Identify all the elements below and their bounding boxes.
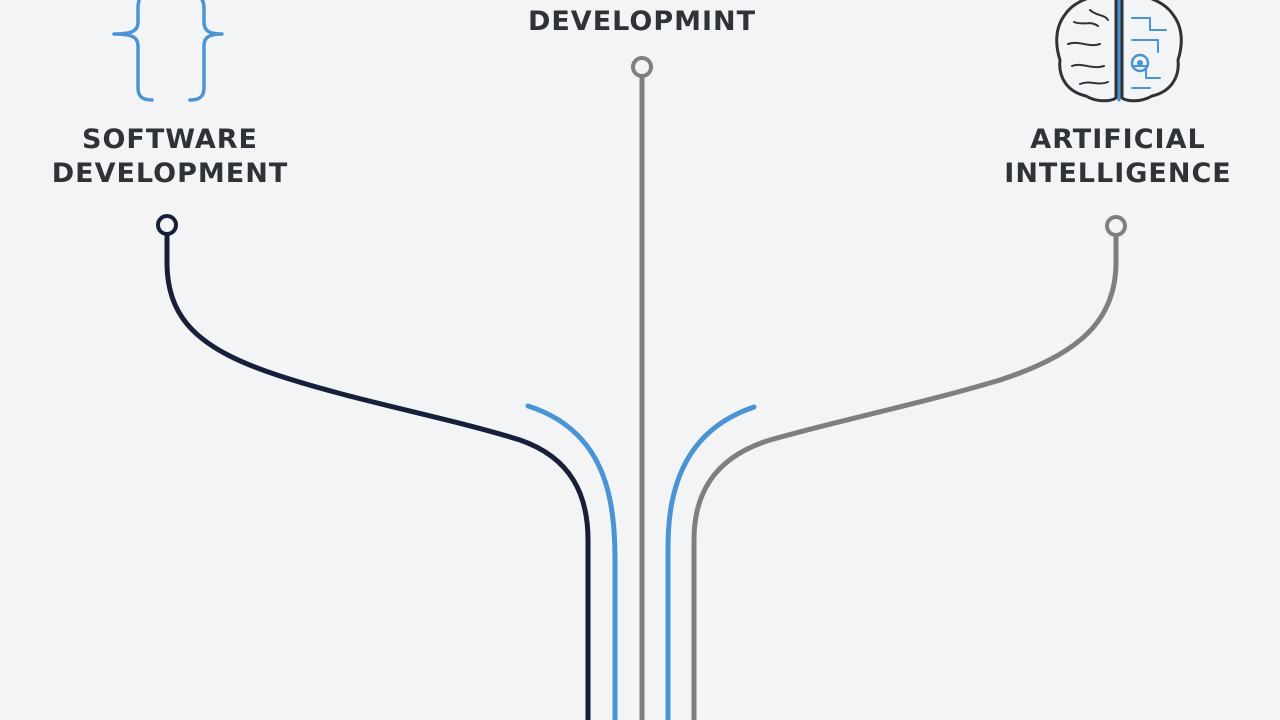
artificial-intelligence-line2: INTELLIGENCE — [1004, 158, 1232, 189]
software-development-line2: DEVELOPMENT — [51, 158, 289, 189]
artificial-intelligence-line1: ARTIFICIAL — [1030, 124, 1206, 155]
brain-chip-icon — [1055, 0, 1183, 103]
center-title: DEVELOPMINT — [492, 5, 792, 39]
center-title-text: DEVELOPMINT — [527, 6, 757, 37]
artificial-intelligence-label: ARTIFICIAL INTELLIGENCE — [968, 123, 1268, 191]
left-connector — [156, 214, 591, 720]
curly-braces-icon — [112, 0, 224, 102]
right-connector — [691, 215, 1127, 720]
center-connector — [631, 56, 653, 720]
software-development-label: SOFTWARE DEVELOPMENT — [20, 123, 320, 191]
inner-right-blue-line — [665, 404, 757, 720]
software-development-line1: SOFTWARE — [82, 124, 258, 155]
inner-left-blue-line — [525, 403, 618, 720]
